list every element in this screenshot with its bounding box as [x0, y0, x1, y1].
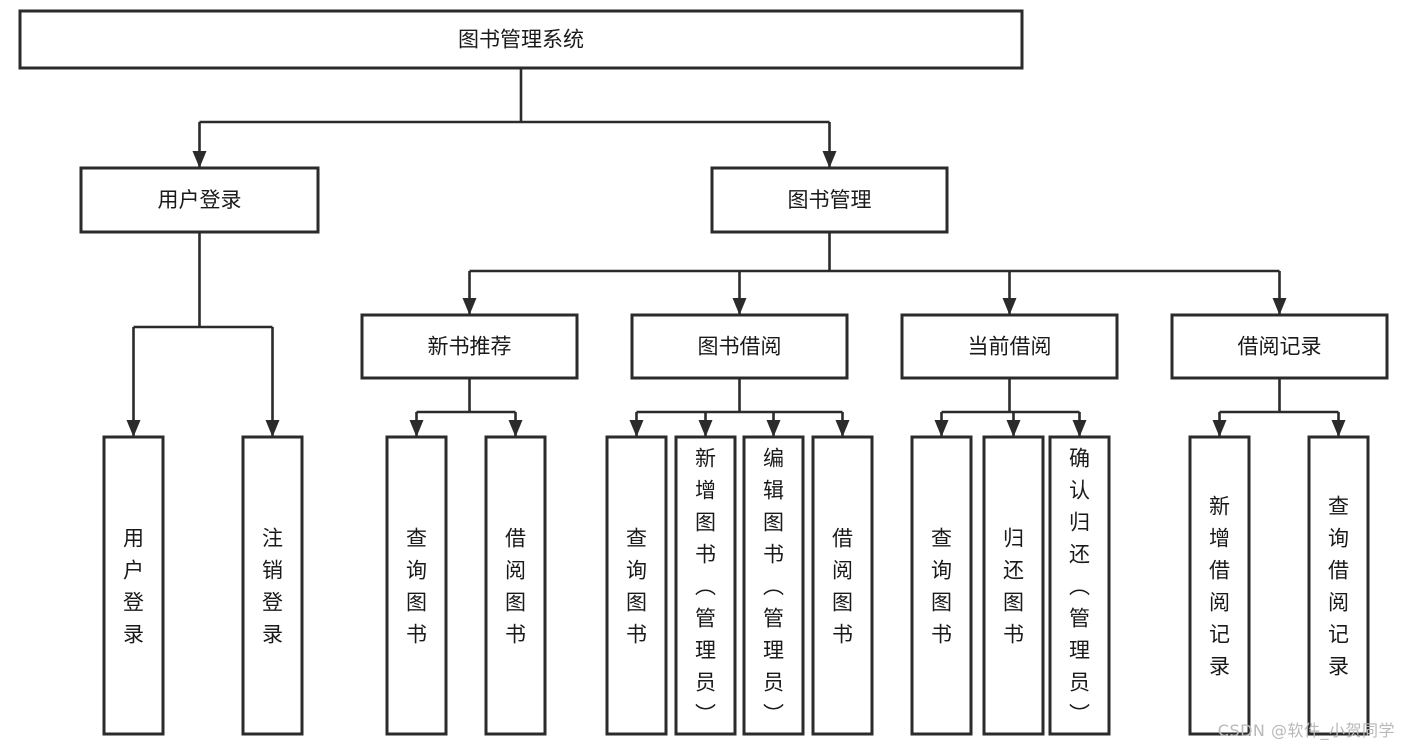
node-book-borrowing-rect[interactable] — [630, 313, 849, 380]
node-book-borrowing-label: 图书借阅 — [698, 335, 782, 359]
leaf-node-3-1[interactable]: 归还图书 — [982, 435, 1045, 736]
root-node-book-management-system-rect[interactable] — [18, 9, 1024, 70]
arrow-head-icon — [1272, 298, 1287, 315]
arrow-head-icon — [1331, 420, 1346, 437]
node-user-login[interactable]: 用户登录 — [79, 166, 320, 234]
leaf-node-4-0-rect[interactable] — [1188, 435, 1251, 736]
node-new-book-recommendation-rect[interactable] — [360, 313, 579, 380]
leaf-node-4-0[interactable]: 新增借阅记录 — [1188, 435, 1251, 736]
leaf-node-2-2-rect[interactable] — [742, 435, 805, 736]
leaf-node-3-2[interactable]: 确认归还︵管理员︶ — [1048, 435, 1111, 736]
arrow-head-icon — [1072, 420, 1087, 437]
node-user-login-rect[interactable] — [79, 166, 320, 234]
leaf-node-1-0[interactable]: 查询图书 — [385, 435, 448, 736]
arrow-head-icon — [508, 420, 523, 437]
leaf-node-2-1-label: 新增图书︵管理员︶ — [695, 447, 716, 727]
node-borrowing-record-label: 借阅记录 — [1238, 335, 1322, 359]
csdn-watermark: CSDN @软件_小贺同学 — [1217, 721, 1395, 740]
arrow-head-icon — [265, 420, 280, 437]
arrow-head-icon — [732, 298, 747, 315]
leaf-node-2-3[interactable]: 借阅图书 — [811, 435, 874, 736]
leaf-node-0-1[interactable]: 注销登录 — [241, 435, 304, 736]
leaf-node-1-1-rect[interactable] — [484, 435, 547, 736]
leaf-node-2-3-label: 借阅图书 — [832, 527, 853, 647]
leaf-node-1-0-rect[interactable] — [385, 435, 448, 736]
arrow-head-icon — [192, 151, 207, 168]
leaf-node-2-0-rect[interactable] — [605, 435, 668, 736]
arrow-head-icon — [934, 420, 949, 437]
leaf-node-3-2-label: 确认归还︵管理员︶ — [1069, 447, 1090, 727]
node-current-borrowing-rect[interactable] — [900, 313, 1119, 380]
leaf-node-3-0-rect[interactable] — [910, 435, 973, 736]
leaf-node-4-1-label: 查询借阅记录 — [1328, 495, 1349, 679]
leaf-node-4-1[interactable]: 查询借阅记录 — [1307, 435, 1370, 736]
leaf-node-2-2[interactable]: 编辑图书︵管理员︶ — [742, 435, 805, 736]
arrow-head-icon — [835, 420, 850, 437]
node-book-management-label: 图书管理 — [788, 188, 872, 212]
node-new-book-recommendation[interactable]: 新书推荐 — [360, 313, 579, 380]
arrow-head-icon — [1212, 420, 1227, 437]
arrow-head-icon — [766, 420, 781, 437]
leaf-node-2-1-rect[interactable] — [674, 435, 737, 736]
leaf-node-3-2-rect[interactable] — [1048, 435, 1111, 736]
arrow-head-icon — [462, 298, 477, 315]
leaf-node-1-1-label: 借阅图书 — [505, 527, 526, 647]
node-book-management[interactable]: 图书管理 — [710, 166, 949, 234]
leaf-node-3-1-rect[interactable] — [982, 435, 1045, 736]
leaf-node-0-0-label: 用户登录 — [123, 527, 144, 647]
leaf-node-0-0[interactable]: 用户登录 — [102, 435, 165, 736]
leaf-node-0-1-rect[interactable] — [241, 435, 304, 736]
leaf-node-1-0-label: 查询图书 — [406, 527, 427, 647]
leaf-node-0-0-rect[interactable] — [102, 435, 165, 736]
leaf-node-2-0[interactable]: 查询图书 — [605, 435, 668, 736]
arrow-head-icon — [629, 420, 644, 437]
leaf-node-4-1-rect[interactable] — [1307, 435, 1370, 736]
leaf-node-3-1-label: 归还图书 — [1003, 527, 1024, 647]
leaf-node-1-1[interactable]: 借阅图书 — [484, 435, 547, 736]
root-node-book-management-system[interactable]: 图书管理系统 — [18, 9, 1024, 70]
node-borrowing-record[interactable]: 借阅记录 — [1170, 313, 1389, 380]
node-current-borrowing-label: 当前借阅 — [968, 335, 1052, 359]
node-new-book-recommendation-label: 新书推荐 — [428, 335, 512, 359]
arrow-head-icon — [126, 420, 141, 437]
leaf-node-3-0-label: 查询图书 — [931, 527, 952, 647]
arrow-head-icon — [822, 151, 837, 168]
leaf-node-2-3-rect[interactable] — [811, 435, 874, 736]
arrow-head-icon — [698, 420, 713, 437]
root-node-book-management-system-label: 图书管理系统 — [458, 28, 584, 52]
arrow-head-icon — [1006, 420, 1021, 437]
arrow-head-icon — [1002, 298, 1017, 315]
node-current-borrowing[interactable]: 当前借阅 — [900, 313, 1119, 380]
leaf-node-2-0-label: 查询图书 — [626, 527, 647, 647]
node-borrowing-record-rect[interactable] — [1170, 313, 1389, 380]
node-book-management-rect[interactable] — [710, 166, 949, 234]
leaf-node-0-1-label: 注销登录 — [262, 527, 283, 647]
leaf-node-4-0-label: 新增借阅记录 — [1209, 495, 1230, 679]
leaf-node-2-2-label: 编辑图书︵管理员︶ — [763, 447, 784, 727]
node-user-login-label: 用户登录 — [158, 188, 242, 212]
leaf-node-3-0[interactable]: 查询图书 — [910, 435, 973, 736]
node-book-borrowing[interactable]: 图书借阅 — [630, 313, 849, 380]
arrow-head-icon — [409, 420, 424, 437]
leaf-node-2-1[interactable]: 新增图书︵管理员︶ — [674, 435, 737, 736]
